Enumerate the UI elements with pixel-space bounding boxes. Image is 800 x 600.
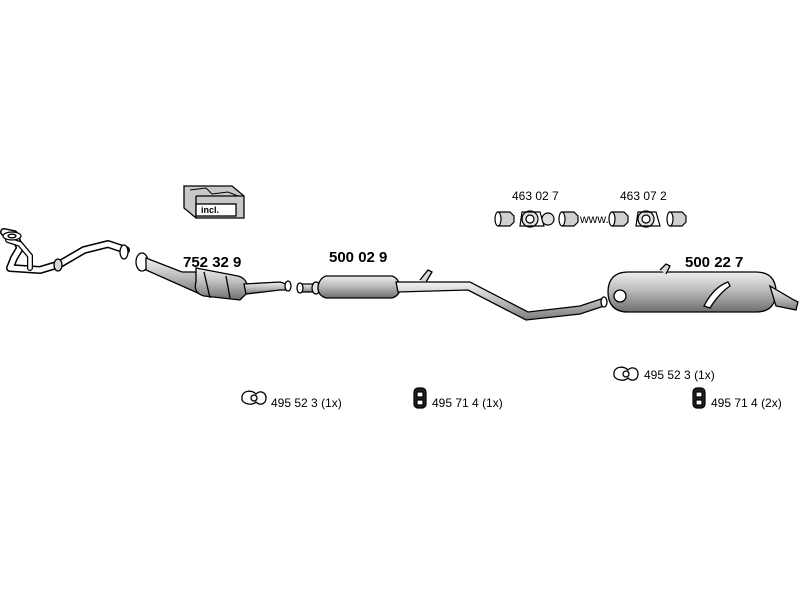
catalytic-converter-number: 752 32 9 <box>183 254 242 271</box>
gasket-ring-icon <box>613 366 639 381</box>
accessory-item: 495 71 4 (1x) <box>432 396 503 410</box>
accessory-qty: (2x) <box>761 396 782 410</box>
fitting-kit-label: incl. <box>201 205 220 215</box>
accessory-item: 495 52 3 (1x) <box>271 396 342 410</box>
rubber-mount-icon <box>692 387 706 409</box>
clamp-set-463072 <box>608 210 687 228</box>
catalytic-converter <box>135 252 292 301</box>
front-silencer-number: 500 02 9 <box>329 249 388 266</box>
rubber-mount-icon <box>413 387 427 409</box>
rear-silencer <box>607 263 799 313</box>
clamp-set-463027 <box>494 210 579 228</box>
fitting-kit-box <box>183 185 245 219</box>
accessory-qty: (1x) <box>482 396 503 410</box>
accessory-item: 495 52 3 (1x) <box>644 368 715 382</box>
clamp-a-number: 463 02 7 <box>512 189 559 203</box>
accessory-number: 495 71 4 <box>711 396 758 410</box>
clamp-b-number: 463 07 2 <box>620 189 667 203</box>
clamp-separator: www. <box>580 212 609 226</box>
front-pipe <box>0 228 130 274</box>
accessory-item: 495 71 4 (2x) <box>711 396 782 410</box>
accessory-number: 495 71 4 <box>432 396 479 410</box>
front-silencer <box>296 269 608 321</box>
rear-silencer-number: 500 22 7 <box>685 254 744 271</box>
gasket-ring-icon <box>241 390 267 405</box>
accessory-qty: (1x) <box>694 368 715 382</box>
accessory-number: 495 52 3 <box>271 396 318 410</box>
accessory-number: 495 52 3 <box>644 368 691 382</box>
accessory-qty: (1x) <box>321 396 342 410</box>
